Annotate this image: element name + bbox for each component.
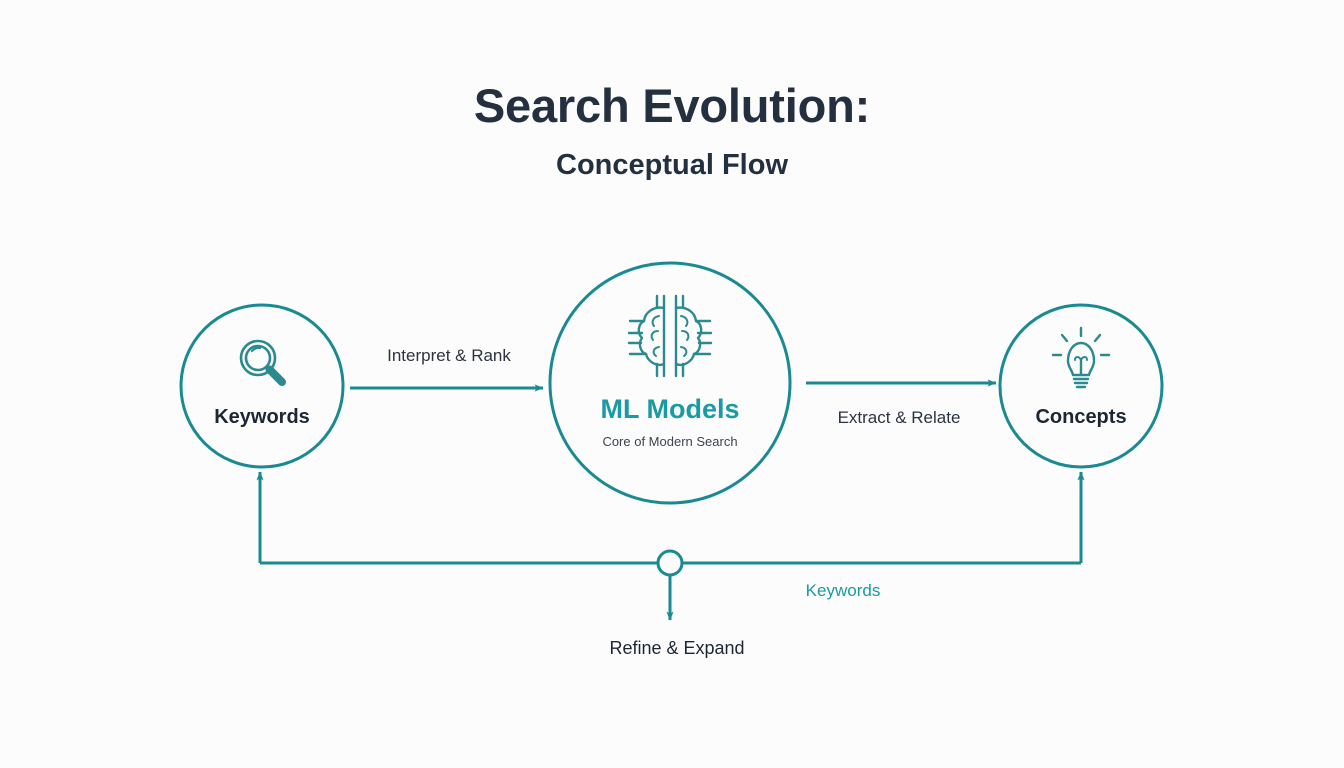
node-concepts-label: Concepts <box>1035 406 1126 428</box>
edge-label-extract-relate: Extract & Relate <box>838 408 961 427</box>
title-block: Search Evolution: Conceptual Flow <box>0 82 1344 180</box>
edge-label-keywords-feedback: Keywords <box>806 581 881 600</box>
node-keywords-circle[interactable] <box>179 303 345 469</box>
node-ml-models-label: ML Models <box>600 394 739 424</box>
feedback-loop <box>256 471 1085 621</box>
edge-label-refine-expand: Refine & Expand <box>609 638 744 658</box>
node-concepts[interactable]: Concepts <box>998 303 1164 469</box>
page-subtitle: Conceptual Flow <box>556 149 788 181</box>
magnifier-icon <box>239 339 286 386</box>
node-ml-models-sublabel: Core of Modern Search <box>602 434 737 449</box>
brain-chip-icon <box>627 294 713 378</box>
lightbulb-icon <box>1051 326 1111 389</box>
page-title: Search Evolution: <box>473 79 871 132</box>
edge-label-interpret-rank: Interpret & Rank <box>387 346 511 365</box>
node-ml-models[interactable]: ML Models Core of Modern Search <box>548 261 792 505</box>
node-ml-models-circle[interactable] <box>548 261 792 505</box>
feedback-junction-node <box>656 549 684 577</box>
node-keywords-label: Keywords <box>214 406 310 428</box>
node-keywords[interactable]: Keywords <box>179 303 345 469</box>
